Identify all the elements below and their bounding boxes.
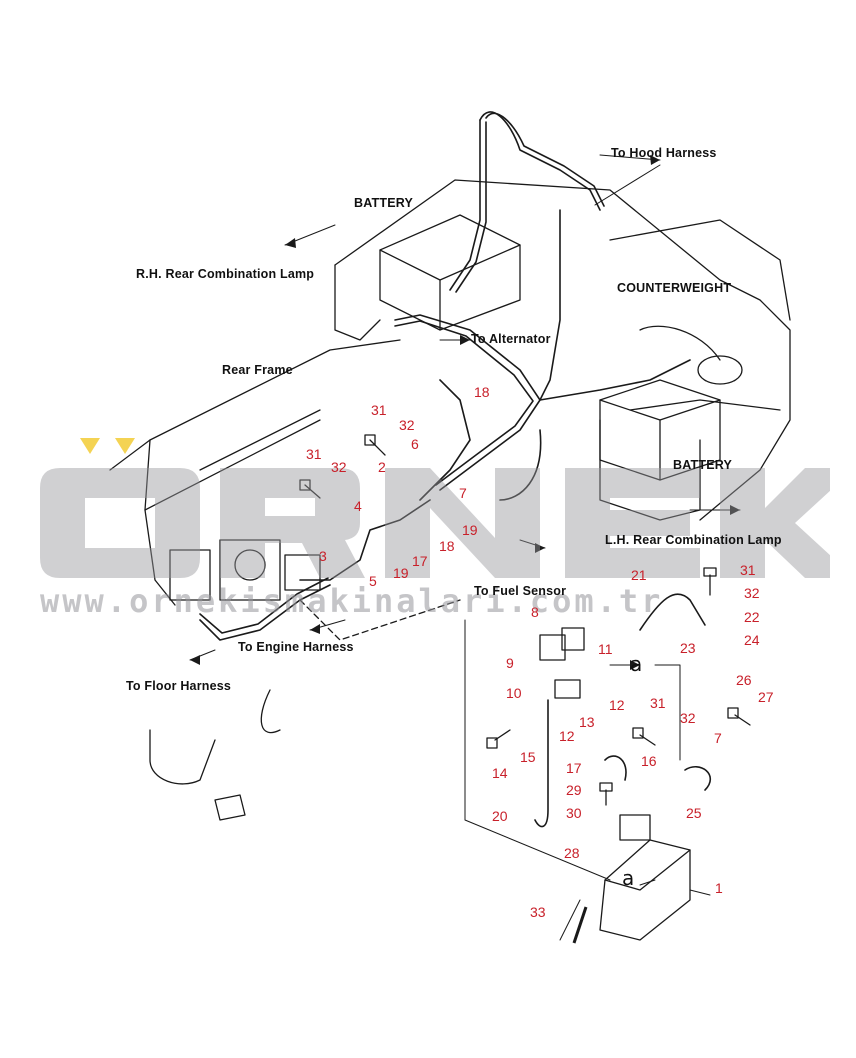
part-number: 30 xyxy=(566,805,582,821)
part-number: 14 xyxy=(492,765,508,781)
battery-box-rh xyxy=(379,214,521,331)
label-battery-lh: BATTERY xyxy=(673,458,733,472)
relay-connectors xyxy=(539,627,585,699)
label-battery-rh: BATTERY xyxy=(354,196,414,210)
bolts xyxy=(299,434,751,806)
part-number: 23 xyxy=(680,640,696,656)
connection-mark-a: a xyxy=(630,652,643,676)
part-number: 31 xyxy=(371,402,387,418)
watermark-url: www.ornekismakinalari.com.tr xyxy=(40,582,664,620)
watermark-letters xyxy=(40,438,830,578)
bracket-plate xyxy=(599,814,691,941)
part-number: 15 xyxy=(520,749,536,765)
label-to-hood-harness: To Hood Harness xyxy=(611,146,717,160)
part-number: 3 xyxy=(319,548,327,564)
part-number: 26 xyxy=(736,672,752,688)
label-to-floor-harness: To Floor Harness xyxy=(126,679,232,693)
part-number: 32 xyxy=(680,710,696,726)
part-number: 4 xyxy=(354,498,362,514)
part-number: 18 xyxy=(439,538,455,554)
part-number: 25 xyxy=(686,805,702,821)
part-number: 1 xyxy=(715,880,723,896)
part-number: 16 xyxy=(641,753,657,769)
part-number: 24 xyxy=(744,632,760,648)
direction-arrows xyxy=(190,155,740,670)
part-number: 28 xyxy=(564,845,580,861)
rear-frame-outline xyxy=(109,179,791,641)
part-number: 20 xyxy=(492,808,508,824)
part-number: 7 xyxy=(459,485,467,501)
battery-box-lh xyxy=(599,379,721,481)
part-number: 33 xyxy=(530,904,546,920)
part-number: 17 xyxy=(412,553,428,569)
part-number: 31 xyxy=(740,562,756,578)
label-lh-rear-combination-lamp: L.H. Rear Combination Lamp xyxy=(605,533,782,547)
part-number: 19 xyxy=(462,522,478,538)
label-counterweight: COUNTERWEIGHT xyxy=(617,281,732,295)
part-number: 10 xyxy=(506,685,522,701)
part-number: 31 xyxy=(306,446,322,462)
part-number: 32 xyxy=(399,417,415,433)
label-to-fuel-sensor: To Fuel Sensor xyxy=(474,584,567,598)
part-number: 12 xyxy=(559,728,575,744)
label-rear-frame: Rear Frame xyxy=(222,363,293,377)
part-number: 19 xyxy=(393,565,409,581)
label-rh-rear-combination-lamp: R.H. Rear Combination Lamp xyxy=(136,267,315,281)
main-harness xyxy=(199,111,691,641)
part-number: 29 xyxy=(566,782,582,798)
floor-bracket xyxy=(149,689,281,821)
part-number: 11 xyxy=(598,641,613,657)
connector-block xyxy=(169,539,321,601)
counterweight xyxy=(609,219,791,385)
part-number: 32 xyxy=(744,585,760,601)
part-number: 13 xyxy=(579,714,595,730)
part-number: 6 xyxy=(411,436,419,452)
rod-part-33 xyxy=(572,906,588,944)
part-number: 27 xyxy=(758,689,774,705)
part-number: 2 xyxy=(378,459,386,475)
part-number: 5 xyxy=(369,573,377,589)
label-to-engine-harness: To Engine Harness xyxy=(238,640,354,654)
part-number: 8 xyxy=(531,604,539,620)
part-number: 17 xyxy=(566,760,582,776)
part-number: 12 xyxy=(609,697,625,713)
part-number: 9 xyxy=(506,655,514,671)
connection-mark-a: a xyxy=(622,866,635,890)
label-to-alternator: To Alternator xyxy=(471,332,551,346)
detail-wires xyxy=(534,593,712,828)
part-number: 21 xyxy=(631,567,647,583)
part-number: 22 xyxy=(744,609,760,625)
part-number: 7 xyxy=(714,730,722,746)
part-number: 31 xyxy=(650,695,666,711)
part-number: 32 xyxy=(331,459,347,475)
part-number: 18 xyxy=(474,384,490,400)
